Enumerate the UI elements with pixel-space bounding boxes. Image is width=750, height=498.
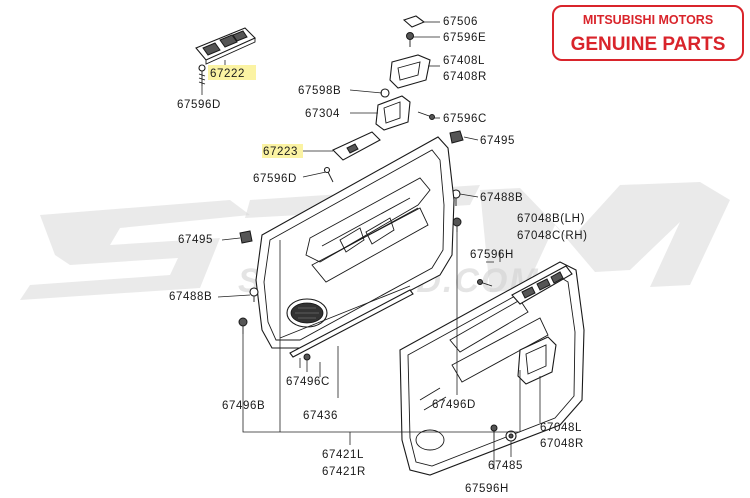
leader-lines [201,21,541,470]
part-67506-clip [402,15,426,28]
part-door-trim-panel-rh [399,261,585,476]
label-67304: 67304 [305,108,340,120]
badge-line2: GENUINE PARTS [571,34,726,55]
label-67596C: 67596C [443,113,487,125]
label-67596E: 67596E [443,32,486,44]
part-67408-handle-cup [389,54,431,89]
highlight-67222 [208,65,256,80]
label-67496B: 67496B [222,400,265,412]
part-67488B-clip-left [249,287,259,302]
label-67596D-mid: 67596D [253,173,297,185]
label-67223: 67223 [263,146,298,158]
part-door-trim-panel-front [255,136,455,349]
genuine-parts-badge: MITSUBISHI MOTORS GENUINE PARTS [552,5,744,61]
label-67485: 67485 [488,460,523,472]
part-67223-switch-panel [332,131,381,161]
label-67408R: 67408R [443,71,487,83]
label-67436: 67436 [303,410,338,422]
label-67408L: 67408L [443,55,485,67]
label-67495-left: 67495 [178,234,213,246]
part-67598B-clip [380,88,390,98]
part-67496B-clip [238,317,248,334]
label-67596D-top: 67596D [177,99,221,111]
label-67421R: 67421R [322,466,366,478]
part-67596E-screw [406,32,414,47]
label-67222: 67222 [210,68,245,80]
highlight-67223 [262,144,303,158]
part-67596D-screw-mid [323,166,334,183]
watermark-logo-shape-3 [480,182,730,292]
part-67596H-screw-mid [477,279,493,287]
part-67485-cap [505,430,517,442]
label-67421L: 67421L [322,449,364,461]
label-67598B: 67598B [298,85,341,97]
label-67496C: 67496C [286,376,330,388]
part-67222-switch-panel [195,27,256,65]
label-67596H-bot: 67596H [465,483,509,495]
label-67048R: 67048R [540,438,584,450]
label-67495-right: 67495 [480,135,515,147]
label-67488B-right: 67488B [480,192,523,204]
part-67596C-screw [417,111,435,120]
part-67495-clip-right [449,130,464,144]
part-67496C-weatherstrip [289,289,414,361]
part-push-clip-right [452,217,462,232]
label-67048L: 67048L [540,422,582,434]
watermark-logo-shape [20,200,250,300]
part-67596H-screw-bot [490,424,498,440]
part-labels: 67506 67596E 67408L 67408R 67222 67596D … [169,16,588,495]
part-67596D-screw-top [198,64,206,86]
label-67048C-RH: 67048C(RH) [517,230,588,242]
part-67304-inside-handle [375,95,411,131]
badge-frame [552,5,744,61]
part-67048-pocket [517,336,557,385]
label-67496D: 67496D [432,399,476,411]
part-67495-clip-left [239,230,253,244]
label-67506: 67506 [443,16,478,28]
label-67596H-mid: 67596H [470,249,514,261]
label-67488B-left: 67488B [169,291,212,303]
badge-line1: MITSUBISHI MOTORS [583,13,713,27]
label-67048B-LH: 67048B(LH) [517,213,585,225]
